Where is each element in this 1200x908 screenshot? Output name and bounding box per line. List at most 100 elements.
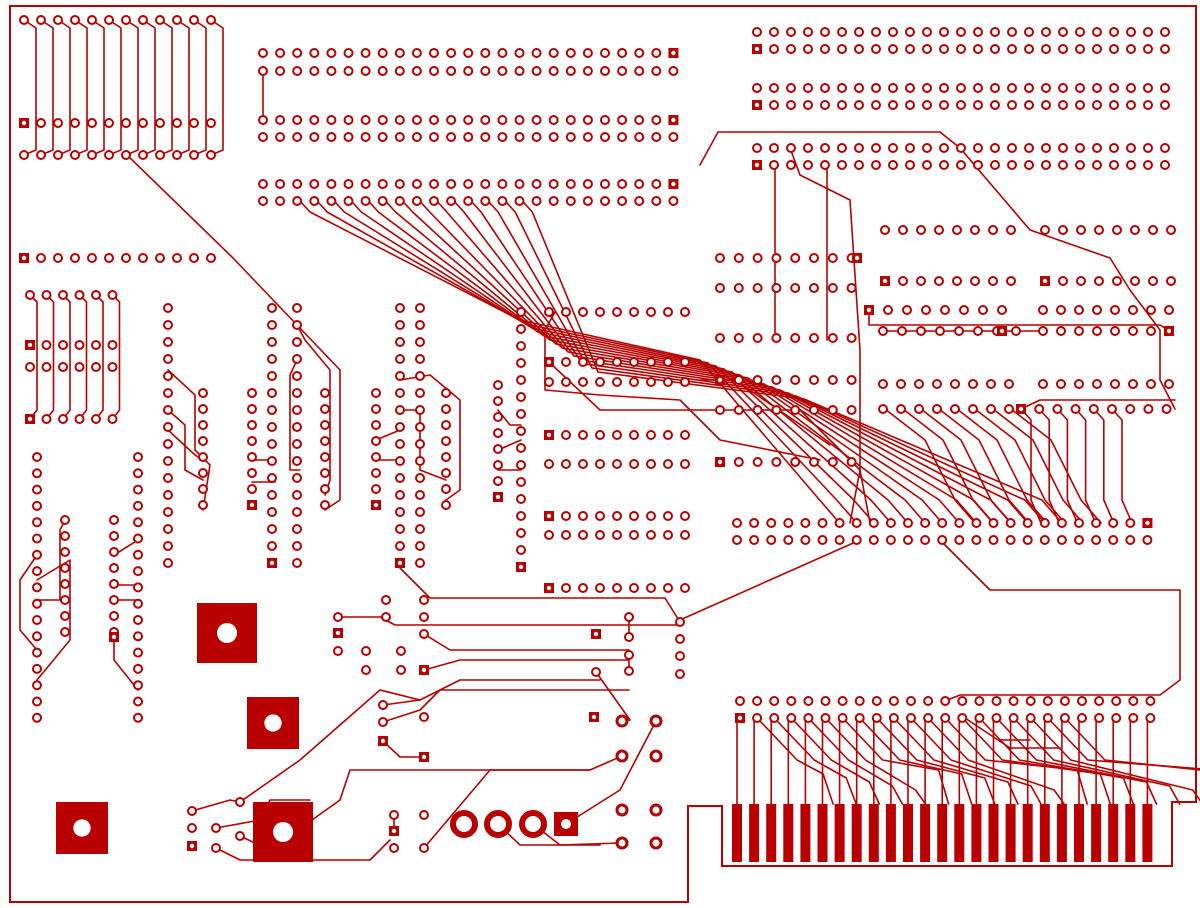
- round-pad: [1110, 326, 1120, 336]
- copper-trace: [1038, 408, 1060, 524]
- round-pad: [990, 143, 1000, 153]
- round-pad: [733, 405, 744, 415]
- round-pad: [395, 337, 405, 347]
- round-pad: [820, 160, 830, 170]
- round-pad: [1160, 83, 1170, 93]
- copper-trace: [679, 539, 861, 621]
- round-pad: [415, 354, 425, 364]
- round-pad: [292, 541, 302, 551]
- round-pad: [629, 459, 639, 469]
- round-pad: [771, 375, 782, 385]
- copper-trace: [565, 720, 657, 825]
- round-pad: [395, 507, 405, 517]
- drill-hole: [591, 714, 597, 720]
- drill-hole: [27, 416, 33, 422]
- round-pad: [771, 283, 782, 293]
- mounting-holes: [56, 603, 313, 862]
- round-pad: [1025, 713, 1036, 723]
- round-pad: [172, 253, 182, 263]
- round-pad: [514, 196, 525, 206]
- edge-finger: [817, 804, 828, 862]
- round-pad: [74, 340, 85, 350]
- round-pad: [1128, 379, 1138, 389]
- round-pad: [415, 303, 425, 313]
- copper-trace: [1020, 399, 1176, 410]
- round-pad: [235, 797, 245, 807]
- round-pad: [809, 405, 819, 415]
- round-pad: [378, 700, 388, 710]
- round-pad: [663, 530, 673, 540]
- round-pad: [624, 650, 634, 660]
- round-pad: [769, 713, 780, 723]
- round-pad: [1038, 326, 1048, 336]
- round-pad: [275, 66, 286, 76]
- round-pad: [986, 404, 996, 414]
- round-pad: [932, 404, 942, 414]
- round-pad: [954, 518, 965, 528]
- round-pad: [133, 615, 143, 625]
- round-pad: [854, 696, 865, 706]
- round-pad: [395, 473, 405, 483]
- round-pad: [133, 452, 143, 462]
- round-pad: [292, 371, 302, 381]
- round-pad: [582, 179, 593, 189]
- round-pad: [1058, 225, 1068, 235]
- round-pad: [516, 511, 526, 521]
- copper-trace: [884, 408, 976, 524]
- round-pad: [561, 430, 571, 440]
- round-pad: [1058, 44, 1068, 54]
- round-pad: [163, 541, 173, 551]
- round-pad: [903, 518, 913, 528]
- round-pad: [267, 388, 277, 398]
- round-pad: [60, 515, 70, 525]
- drill-hole: [495, 494, 501, 500]
- round-pad: [1160, 44, 1170, 54]
- round-pad: [320, 388, 330, 398]
- round-pad: [871, 27, 881, 37]
- round-pad: [937, 518, 948, 528]
- round-pad: [415, 371, 425, 381]
- round-pad: [360, 66, 371, 76]
- round-pad: [275, 196, 286, 206]
- round-pad: [320, 404, 330, 414]
- round-pad: [809, 283, 819, 293]
- round-pad: [752, 83, 762, 93]
- round-pad: [1110, 305, 1120, 315]
- round-pad: [646, 583, 656, 593]
- round-pad: [60, 579, 70, 589]
- round-pad: [1160, 100, 1170, 110]
- round-pad: [133, 598, 143, 609]
- round-pad: [87, 150, 97, 160]
- round-pad: [803, 696, 814, 706]
- round-pad: [91, 414, 101, 424]
- drill-hole: [854, 255, 860, 261]
- round-pad: [480, 48, 491, 58]
- copper-trace: [399, 374, 461, 501]
- bus-trace: [299, 200, 841, 524]
- round-pad: [1040, 225, 1050, 235]
- round-pad: [429, 179, 439, 189]
- round-pad: [1006, 276, 1016, 286]
- round-pad: [749, 518, 760, 528]
- round-pad: [189, 150, 199, 160]
- copper-trace: [62, 294, 71, 420]
- round-pad: [868, 535, 879, 545]
- round-pad: [851, 518, 862, 528]
- round-pad: [675, 617, 685, 627]
- round-pad: [1074, 379, 1084, 389]
- round-pad: [680, 459, 690, 469]
- round-pad: [600, 66, 610, 76]
- round-pad: [1092, 83, 1102, 93]
- round-pad: [629, 430, 639, 440]
- round-pad: [1075, 83, 1085, 93]
- round-pad: [939, 27, 949, 37]
- round-pad: [58, 290, 68, 300]
- round-pad: [956, 27, 966, 37]
- edge-finger: [954, 804, 965, 862]
- round-pad: [837, 160, 847, 170]
- round-pad: [898, 276, 908, 286]
- round-pad: [267, 490, 277, 500]
- round-pad: [846, 283, 857, 293]
- round-pad: [377, 179, 388, 189]
- round-pad: [771, 333, 782, 343]
